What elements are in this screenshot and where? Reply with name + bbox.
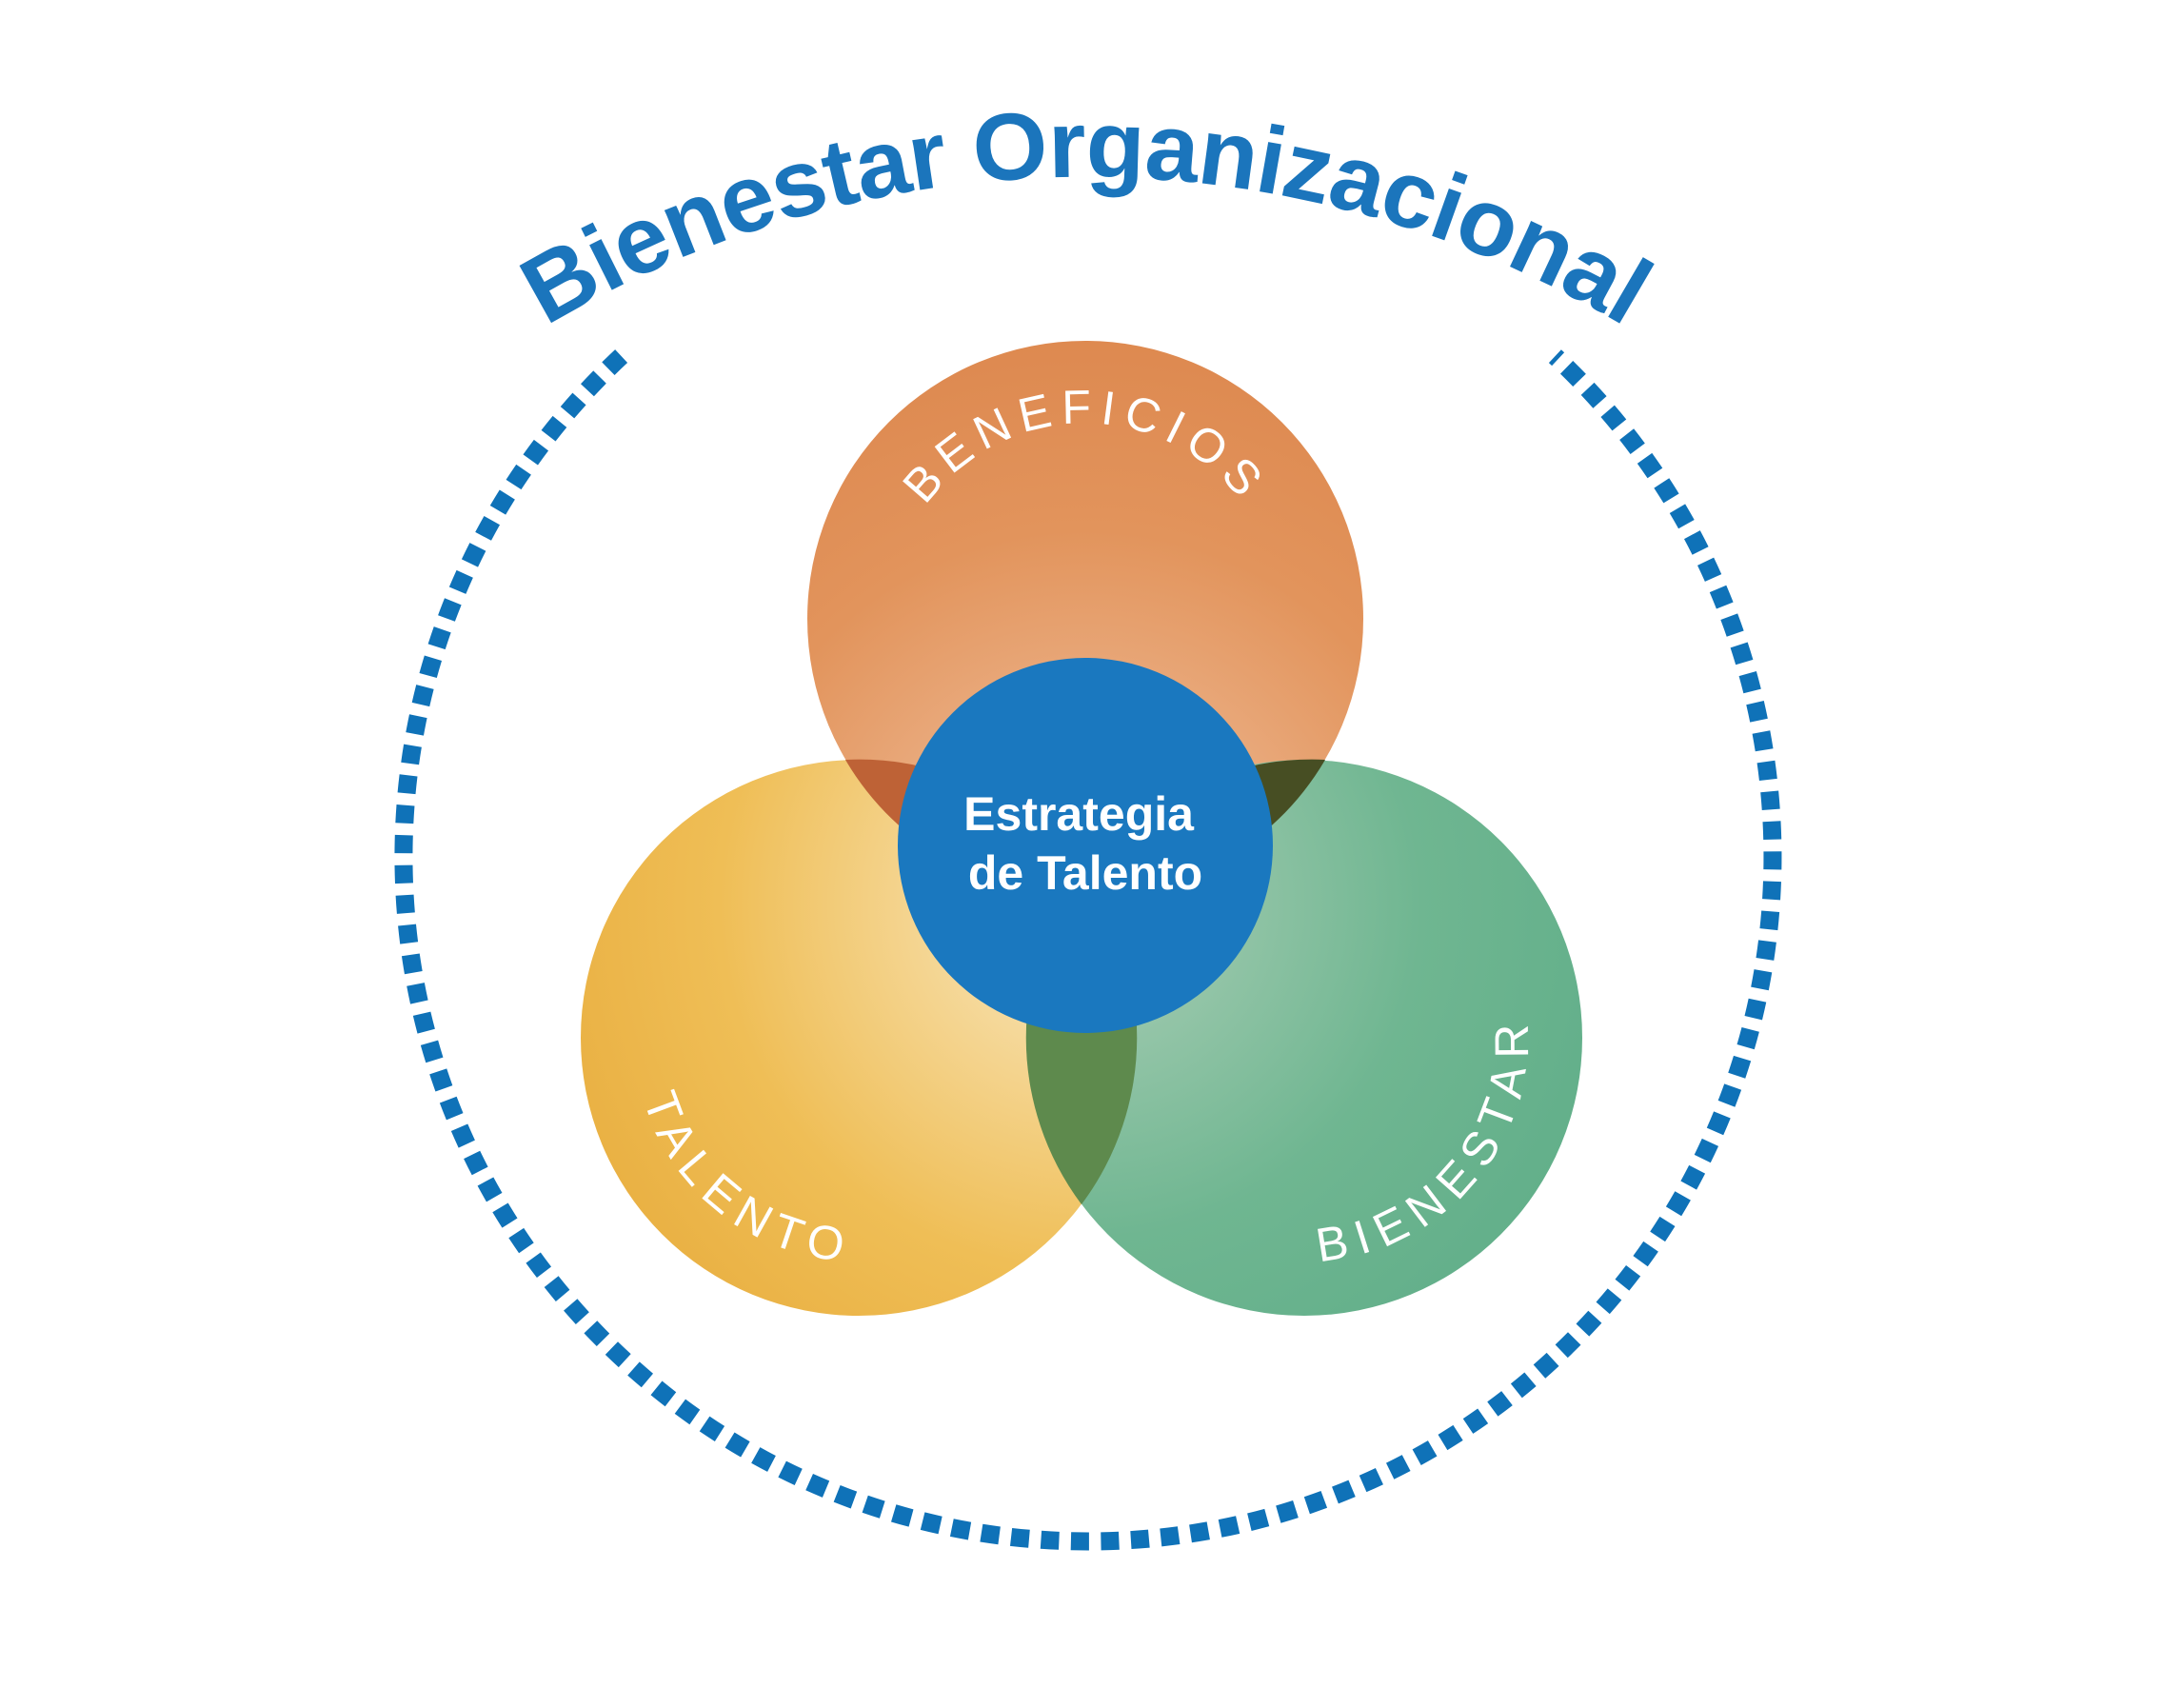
diagram-title: Bienestar Organizacional xyxy=(504,90,1668,344)
diagram-title-textpath: Bienestar Organizacional xyxy=(504,90,1669,344)
center-label-line1: Estrategia xyxy=(963,787,1195,841)
center-label-line2: de Talento xyxy=(968,846,1202,900)
center-circle xyxy=(898,658,1273,1033)
center-circle-label: Estrategia de Talento xyxy=(963,787,1207,900)
dotted-ring xyxy=(394,349,1782,1551)
